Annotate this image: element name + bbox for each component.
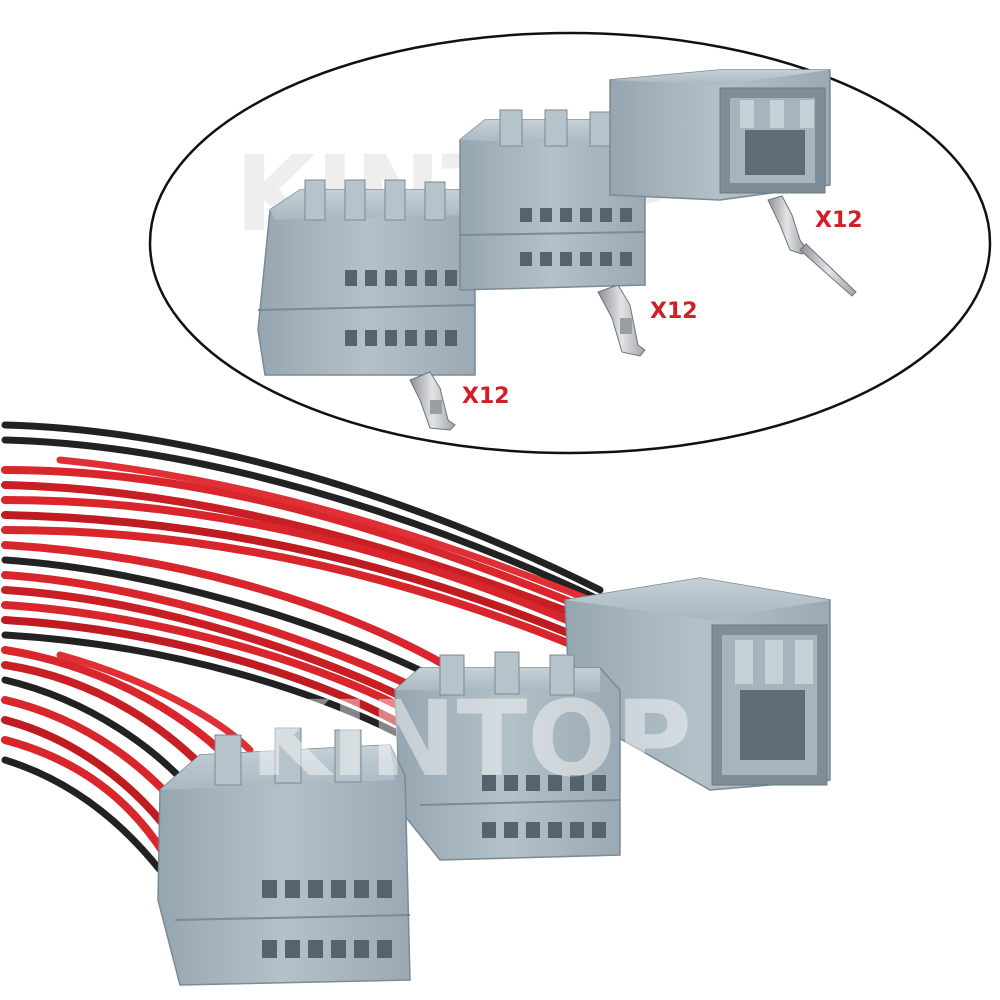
inset-terminal-female-2	[597, 284, 646, 357]
harness-female-connector-middle	[394, 651, 621, 861]
qty-label-terminal-3: X12	[815, 208, 863, 233]
harness-male-connector	[564, 577, 831, 791]
qty-label-terminal-2: X12	[650, 299, 698, 324]
wire-bundle	[1, 421, 604, 874]
inset-terminal-male-pin	[767, 195, 857, 297]
watermark-bottom: KINTOP	[250, 678, 692, 800]
inset-female-connector-middle	[459, 109, 646, 291]
harness-female-connector-front	[157, 727, 411, 986]
inset-ellipse	[148, 31, 992, 455]
qty-label-terminal-1: X12	[462, 384, 510, 409]
inset-terminal-female-1	[409, 371, 456, 431]
inset-female-connector-left	[257, 179, 476, 376]
inset-male-connector-right	[609, 69, 831, 201]
